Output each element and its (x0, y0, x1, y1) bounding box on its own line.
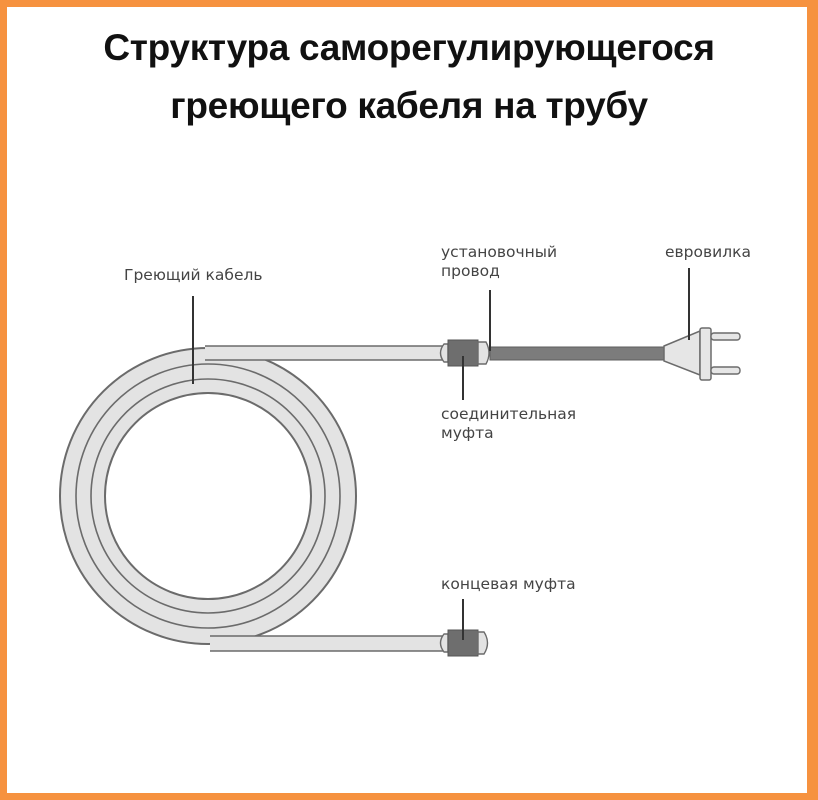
label-heating-cable: Греющий кабель (124, 266, 263, 284)
heating-cable-coil (59, 347, 357, 645)
label-installation-wire-line-1: установочный (441, 243, 558, 261)
label-end-sleeve: концевая муфта (441, 575, 576, 593)
label-connecting-sleeve-line-2: муфта (441, 424, 494, 442)
page-title-line-2: греющего кабеля на трубу (170, 85, 648, 126)
installation-wire (489, 346, 666, 361)
connecting-sleeve (439, 339, 490, 367)
label-connecting-sleeve-line-1: соединительная (441, 405, 577, 423)
page-title-line-1: Структура саморегулирующегося (103, 27, 715, 68)
heating-cable-top-run (205, 345, 445, 361)
heating-cable-bottom-run (210, 635, 445, 652)
euro-plug (663, 327, 741, 381)
label-installation-wire-line-2: провод (441, 262, 500, 280)
label-euro-plug: евровилка (665, 243, 751, 261)
